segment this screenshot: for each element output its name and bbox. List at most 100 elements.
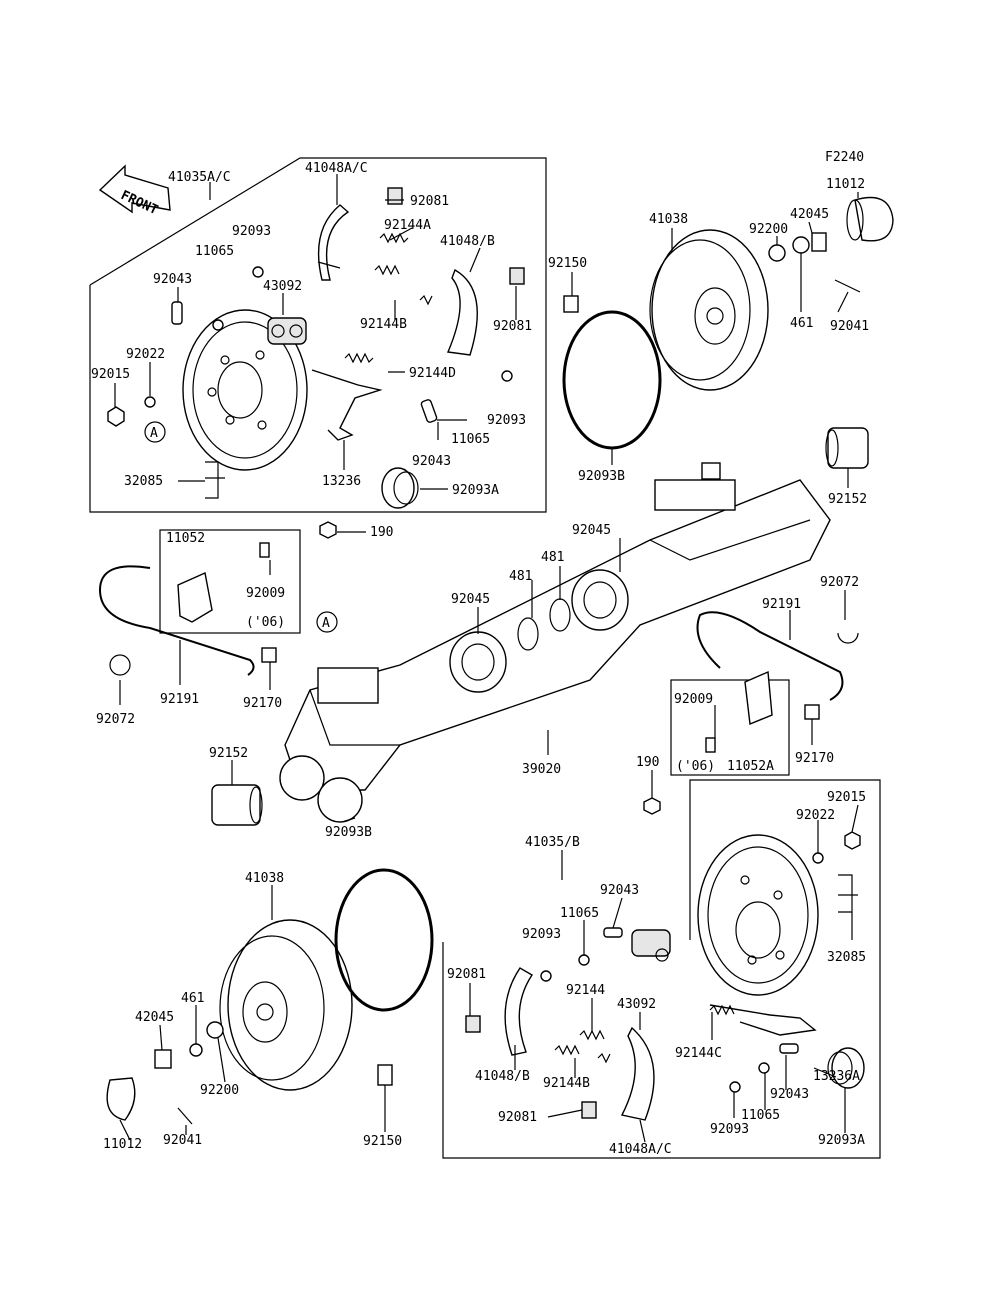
callout-92150-bot: 92150 <box>363 1134 402 1149</box>
bolt-92150-lower <box>377 1064 393 1086</box>
callout-481-a: 481 <box>541 550 564 565</box>
callout-41035b: 41035/B <box>525 835 580 850</box>
snap-ring-481-b <box>517 617 539 651</box>
front-arrow-icon: FRONT <box>98 164 171 218</box>
callout-43092-b: 43092 <box>617 997 656 1012</box>
pin-92043-mid <box>420 399 438 423</box>
callout-92170-r: 92170 <box>795 751 834 766</box>
bearing-92045-left <box>449 631 507 693</box>
nut-upper <box>107 406 125 427</box>
callout-92022-r: 92022 <box>796 808 835 823</box>
callout-41038-top: 41038 <box>649 212 688 227</box>
callout-92043-b1: 92043 <box>600 883 639 898</box>
ref-a-label-top: A <box>150 426 158 441</box>
callout-43092-top: 43092 <box>263 279 302 294</box>
clamp-92072-right <box>837 632 859 644</box>
bracket-11052a <box>705 670 773 753</box>
brake-drum-upper <box>649 229 769 391</box>
callout-41038-bot: 41038 <box>245 871 284 886</box>
callout-41048ac-bot: 41048A/C <box>609 1142 672 1157</box>
callout-11012-bot: 11012 <box>103 1137 142 1152</box>
cap-11012-lower <box>106 1077 136 1121</box>
washer-upper <box>212 319 224 331</box>
callout-41048ac-top: 41048A/C <box>305 161 368 176</box>
callout-461-top: 461 <box>790 316 813 331</box>
washer-11065-lower <box>758 1062 770 1074</box>
ref-a-label-mid: A <box>322 616 330 631</box>
pin-upper <box>171 301 183 325</box>
bracket-11052 <box>177 542 270 623</box>
callout-92144b-bot: 92144B <box>543 1076 590 1091</box>
callout-92144: 92144 <box>566 983 605 998</box>
nut-42045-upper <box>811 232 827 252</box>
callout-92009-l: 92009 <box>246 586 285 601</box>
leader-lines <box>114 174 859 1143</box>
nut-92015-lower <box>844 831 861 850</box>
cotter-pin-92041-lower <box>177 1107 193 1125</box>
callout-92093-top2: 92093 <box>487 413 526 428</box>
callout-11052a: 11052A <box>727 759 774 774</box>
callout-92045-r: 92045 <box>572 523 611 538</box>
callout-92144b-top: 92144B <box>360 317 407 332</box>
callout-13236: 13236 <box>322 474 361 489</box>
callout-92045-l: 92045 <box>451 592 490 607</box>
pin-92043-lower <box>603 927 623 938</box>
callout-32085-r: 32085 <box>827 950 866 965</box>
diagram-code: F2240 <box>825 150 864 165</box>
callout-92093b-l: 92093B <box>325 825 372 840</box>
callout-190-top: 190 <box>370 525 393 540</box>
pin-92043-lower-right <box>779 1043 799 1054</box>
callout-92009-r: 92009 <box>674 692 713 707</box>
callout-92152-l: 92152 <box>209 746 248 761</box>
gasket-92093b-upper <box>562 310 662 450</box>
washer-92093-mid <box>501 370 513 382</box>
washer-92022-lower <box>812 852 824 864</box>
callout-92144a: 92144A <box>384 218 431 233</box>
callout-92093a-top: 92093A <box>452 483 499 498</box>
callout-92081-b2: 92081 <box>498 1110 537 1125</box>
brake-shoe-41048b-lower <box>504 967 533 1056</box>
bushing-92152-left <box>211 784 263 826</box>
callout-92043-top1: 92043 <box>153 272 192 287</box>
callout-92144d: 92144D <box>409 366 456 381</box>
clamp-92072-left <box>109 654 131 676</box>
callout-41035ac: 41035A/C <box>168 170 231 185</box>
callout-92081-top1: 92081 <box>410 194 449 209</box>
spring-92144d <box>344 352 374 364</box>
callout-11012-top: 11012 <box>826 177 865 192</box>
callout-92093b-top: 92093B <box>578 469 625 484</box>
lower-brake-group-frame <box>442 779 881 1159</box>
callout-41048b-bot: 41048/B <box>475 1069 530 1084</box>
brake-drum-lower <box>219 919 353 1091</box>
callout-42045-top: 42045 <box>790 207 829 222</box>
brake-shoe-41048ac-upper <box>317 204 350 281</box>
gasket-92093b-lower <box>334 868 434 1012</box>
callout-06-r: ('06) <box>676 759 715 774</box>
callout-92041-bot: 92041 <box>163 1133 202 1148</box>
callout-11052: 11052 <box>166 531 205 546</box>
callout-92022-l: 92022 <box>126 347 165 362</box>
brake-shoe-41048b-upper <box>446 268 478 356</box>
callout-39020: 39020 <box>522 762 561 777</box>
callout-92191-r: 92191 <box>762 597 801 612</box>
callout-11065-b2: 11065 <box>741 1108 780 1123</box>
callout-41048b-top: 41048/B <box>440 234 495 249</box>
washer-92200-lower <box>206 1021 224 1039</box>
washer-92093-lower-bottom <box>729 1081 741 1093</box>
callout-92043-top2: 92043 <box>412 454 451 469</box>
callout-92081-top2: 92081 <box>493 319 532 334</box>
callout-92150-top: 92150 <box>548 256 587 271</box>
spring-92144b-top <box>374 264 433 306</box>
callout-92081-b1: 92081 <box>447 967 486 982</box>
callout-labels: F2240 41035A/C 41048A/C 92081 92093 1106… <box>91 150 869 1157</box>
callout-92191-l: 92191 <box>160 692 199 707</box>
callout-92093-b2: 92093 <box>710 1122 749 1137</box>
bearing-92045-right <box>571 569 629 631</box>
cap-11012-upper <box>846 196 894 242</box>
callout-92144c: 92144C <box>675 1046 722 1061</box>
clip-92170-left <box>261 647 277 663</box>
lever-13236a <box>709 1004 817 1036</box>
callout-92072-l: 92072 <box>96 712 135 727</box>
